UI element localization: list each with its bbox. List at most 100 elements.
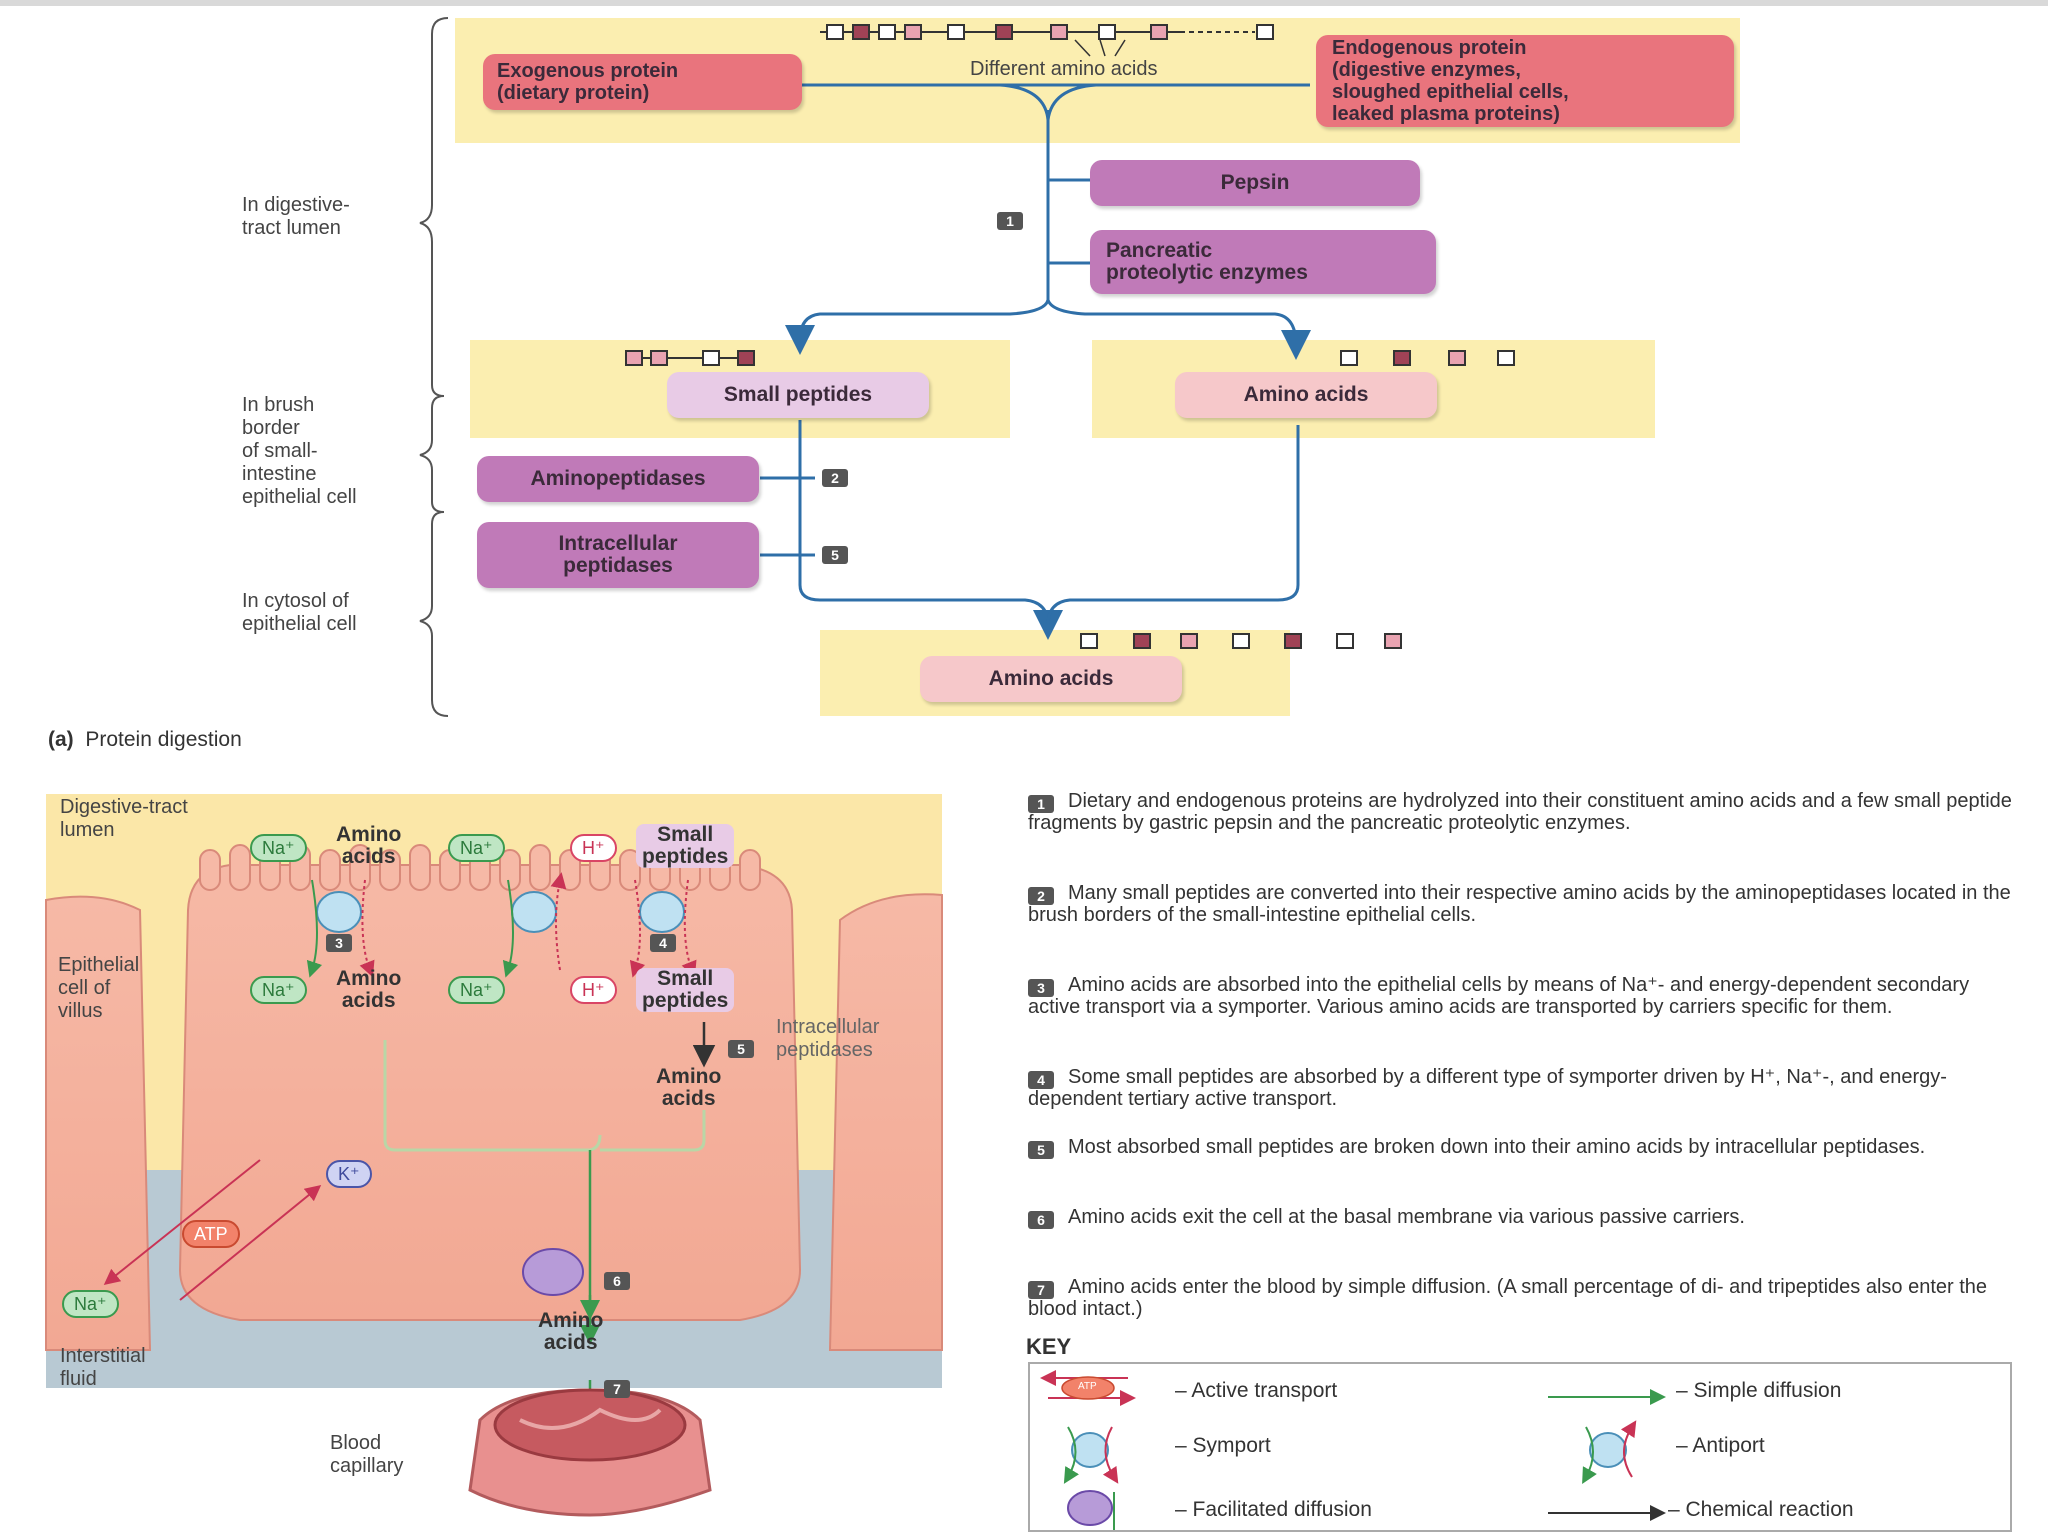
endogenous-protein-box: Endogenous protein(digestive enzymes,slo… — [1316, 35, 1734, 127]
amino-acid-square — [995, 24, 1013, 40]
amino-acid-square — [1232, 633, 1250, 649]
step-text: Amino acids exit the cell at the basal m… — [1068, 1206, 1745, 1228]
step-5-marker-villus: 5 — [728, 1040, 754, 1058]
amino-acid-square — [1098, 24, 1116, 40]
amino-acid-square — [878, 24, 896, 40]
blood-capillary-label: Blood capillary — [330, 1432, 404, 1477]
hydrogen-ion: H⁺ — [570, 976, 617, 1004]
small-peptides-box: Small peptides — [667, 372, 929, 418]
amino-acids-after-peptidases: Amino acids — [656, 1065, 722, 1110]
epithelial-cell-label: Epithelial cell of villus — [58, 954, 140, 1022]
amino-acid-square — [1497, 350, 1515, 366]
sodium-ion: Na⁺ — [250, 976, 307, 1004]
amino-acid-square — [1180, 633, 1198, 649]
key-symport: – Symport — [1175, 1434, 1271, 1457]
amino-acid-square — [625, 350, 643, 366]
step-number-badge: 7 — [1028, 1281, 1054, 1299]
amino-acid-square — [1384, 633, 1402, 649]
amino-acid-square — [852, 24, 870, 40]
step-7-marker: 7 — [604, 1380, 630, 1398]
region-cytosol-label: In cytosol of epithelial cell — [242, 590, 357, 635]
caption-a: (a) Protein digestion — [48, 728, 242, 752]
amino-acid-square — [1340, 350, 1358, 366]
key-box — [1028, 1362, 2012, 1532]
top-border — [0, 0, 2048, 6]
step-text: Many small peptides are converted into t… — [1028, 882, 2011, 926]
region-brush-border-label: In brush border of small- intestine epit… — [242, 394, 357, 508]
step-number-badge: 6 — [1028, 1211, 1054, 1229]
step-number-badge: 5 — [1028, 1141, 1054, 1159]
sodium-ion: Na⁺ — [250, 834, 307, 862]
amino-acid-square — [826, 24, 844, 40]
step-1-marker: 1 — [997, 212, 1023, 230]
step-text: Dietary and endogenous proteins are hydr… — [1028, 790, 2012, 834]
villus-illustration — [45, 794, 943, 1517]
key-active-transport: – Active transport — [1175, 1379, 1338, 1402]
small-peptides-cell: Small peptides — [636, 968, 735, 1012]
different-amino-acids-label: Different amino acids — [970, 58, 1158, 80]
sodium-ion: Na⁺ — [448, 976, 505, 1004]
interstitial-fluid-label: Interstitial fluid — [60, 1345, 146, 1390]
amino-acid-square — [1133, 633, 1151, 649]
step-text: Some small peptides are absorbed by a di… — [1028, 1066, 1947, 1110]
key-symbols — [1040, 1370, 1666, 1530]
amino-acid-square — [1284, 633, 1302, 649]
key-antiport: – Antiport — [1676, 1434, 1765, 1457]
atp-pump: ATP — [182, 1220, 240, 1248]
caption-a-text: Protein digestion — [85, 728, 242, 751]
key-title: KEY — [1026, 1334, 1072, 1359]
amino-acid-square — [1336, 633, 1354, 649]
step-4-marker: 4 — [650, 934, 676, 952]
amino-acid-square — [702, 350, 720, 366]
amino-acid-square — [1150, 24, 1168, 40]
intracellular-peptidases-label: Intracellular peptidases — [776, 1016, 880, 1061]
amino-acid-square — [1080, 633, 1098, 649]
protein-flow-diagram — [419, 17, 1311, 717]
amino-acid-square — [1448, 350, 1466, 366]
amino-acid-square — [1050, 24, 1068, 40]
amino-acid-square — [904, 24, 922, 40]
amino-acid-square — [1256, 24, 1274, 40]
pepsin-box: Pepsin — [1090, 160, 1420, 206]
key-facilitated-diffusion: – Facilitated diffusion — [1175, 1498, 1372, 1521]
amino-acids-lumen: Amino acids — [336, 823, 402, 868]
step-text: Amino acids enter the blood by simple di… — [1028, 1276, 1988, 1320]
step-text: Most absorbed small peptides are broken … — [1068, 1136, 1926, 1158]
amino-acids-cell: Amino acids — [336, 967, 402, 1012]
hydrogen-ion: H⁺ — [570, 834, 617, 862]
key-atp-label: ATP — [1078, 1381, 1097, 1392]
step-6-marker: 6 — [604, 1272, 630, 1290]
exogenous-protein-box: Exogenous protein(dietary protein) — [483, 54, 802, 110]
step-2-marker: 2 — [822, 469, 848, 487]
step-6-description: 6 Amino acids exit the cell at the basal … — [1028, 1206, 2018, 1229]
amino-acid-square — [650, 350, 668, 366]
step-number-badge: 2 — [1028, 887, 1054, 905]
lumen-label: Digestive-tract lumen — [60, 796, 188, 841]
step-number-badge: 4 — [1028, 1071, 1054, 1089]
small-peptides-lumen: Small peptides — [636, 824, 735, 868]
step-5-description: 5 Most absorbed small peptides are broken… — [1028, 1136, 2018, 1159]
amino-acids-interstitial: Amino acids — [538, 1309, 604, 1354]
key-simple-diffusion: – Simple diffusion — [1676, 1379, 1842, 1402]
step-3-marker: 3 — [326, 934, 352, 952]
sodium-ion: Na⁺ — [62, 1290, 119, 1318]
aminopeptidases-box: Aminopeptidases — [477, 456, 759, 502]
step-text: Amino acids are absorbed into the epithe… — [1028, 974, 1970, 1018]
step-5-marker: 5 — [822, 546, 848, 564]
amino-acid-square — [947, 24, 965, 40]
key-chemical-reaction: – Chemical reaction — [1668, 1498, 1854, 1521]
step-number-badge: 3 — [1028, 979, 1054, 997]
region-lumen-label: In digestive- tract lumen — [242, 194, 350, 239]
potassium-ion: K⁺ — [326, 1160, 372, 1188]
caption-a-letter: (a) — [48, 728, 74, 751]
sodium-ion: Na⁺ — [448, 834, 505, 862]
step-number-badge: 1 — [1028, 795, 1054, 813]
amino-acids-box-right: Amino acids — [1175, 372, 1437, 418]
